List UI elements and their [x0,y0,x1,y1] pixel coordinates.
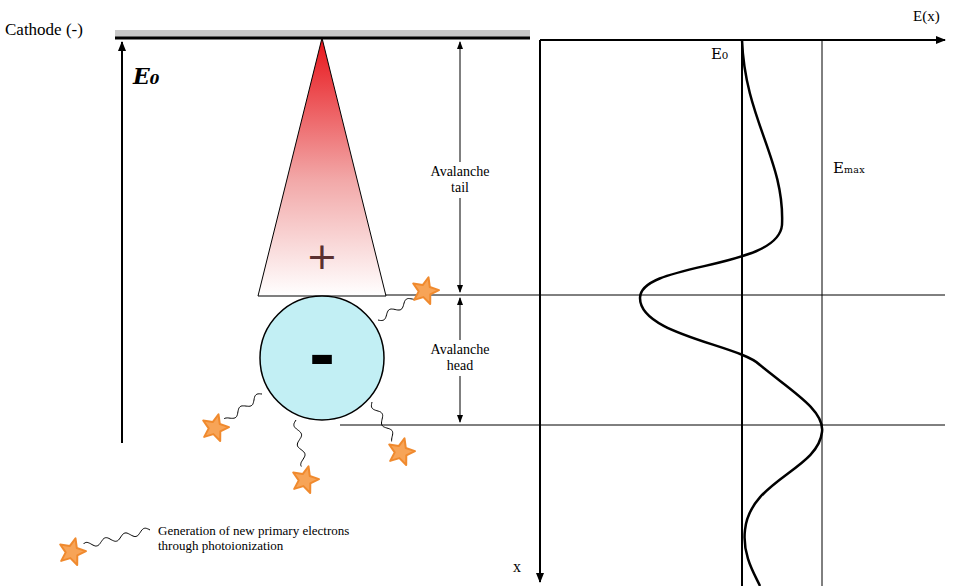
field-symbol: E₀ [133,64,159,89]
circle-outline [260,296,384,420]
photon-path [84,528,151,546]
photon-path [224,394,262,419]
tick [455,38,500,39]
position-axis [539,40,541,582]
cone-outline [258,38,386,296]
e0-line [741,40,743,586]
legend-text: Generation of new primary electrons thro… [158,524,358,554]
axis-label: x [513,558,521,576]
field-curve [640,40,822,586]
field-symbol: E₀ [711,46,728,63]
photon-path [294,420,305,467]
photoionization-star [389,438,415,465]
dimension-label: Avalanche tail [420,162,500,198]
field-arrow [121,42,123,443]
photon-path [378,299,415,321]
charge-sign-negative: - [309,324,336,388]
field-symbol: Eₘₐₓ [833,160,865,177]
photoionization-star [293,466,319,493]
axis-label: E(x) [913,8,940,25]
boundary-line [340,425,945,426]
dimension-label: Avalanche head [420,340,500,376]
photoionization-star [60,538,86,565]
electrode-label: Cathode (-) [5,20,83,40]
photoionization-star [203,414,229,441]
avalanche-head-circle: - [259,295,385,421]
emax-line [822,40,823,586]
photoionization-star [413,277,439,304]
charge-sign-positive: + [306,237,338,275]
avalanche-tail-cone: + [258,38,386,296]
photoionization-symbols [60,277,439,565]
cathode-plate [115,30,530,39]
photon-path [371,402,392,441]
